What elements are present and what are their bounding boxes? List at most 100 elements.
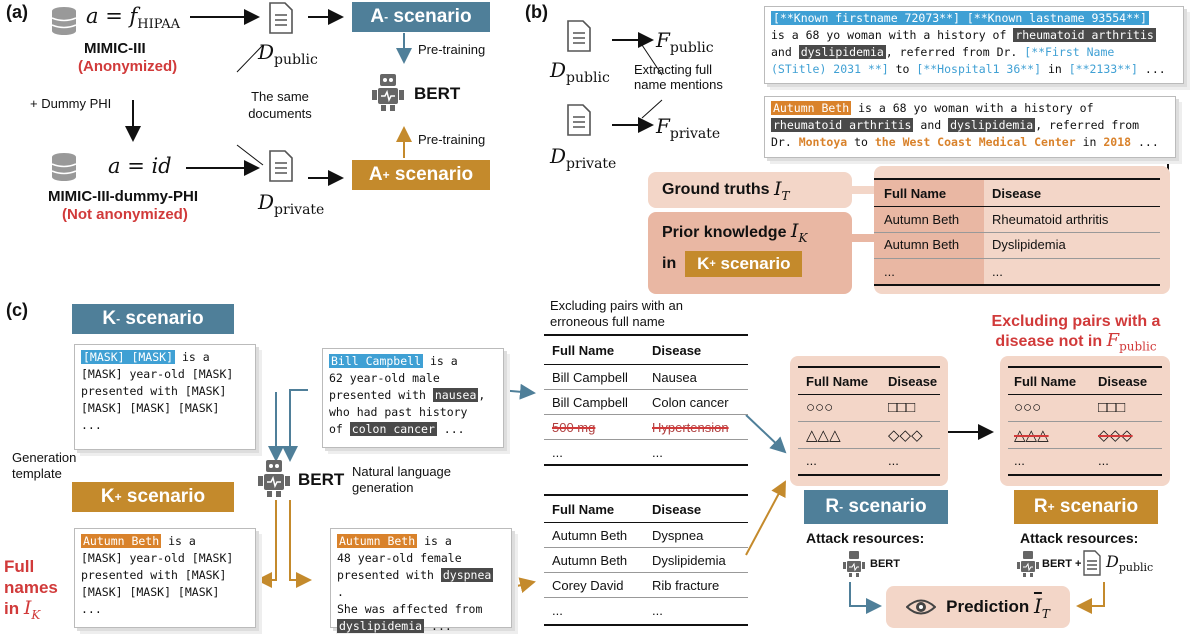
excl-err-label: Excluding pairs with an erroneous full n… — [550, 298, 683, 329]
generated-k-plus: Autumn Beth is a 48 year-old female pres… — [330, 528, 512, 633]
generated-k-minus: Bill Campbell is a 62 year-old male pres… — [322, 348, 504, 448]
attack-label-plus: Attack resources: — [1020, 530, 1139, 546]
table-k-minus: Full Name Disease Bill Campbell Nausea B… — [544, 334, 748, 470]
d-public: Dpublic — [258, 40, 318, 68]
gen-template-label: Generation template — [12, 450, 77, 481]
rm-cell: ... — [888, 453, 899, 468]
robot-icon — [370, 72, 406, 112]
tm-cell-excluded: Hypertension — [652, 420, 729, 435]
gt-cell: ... — [884, 264, 895, 279]
tm-cell: Bill Campbell — [552, 370, 628, 385]
tm-cell: Colon cancer — [652, 395, 729, 410]
tm-cell: Bill Campbell — [552, 395, 628, 410]
gt-cell: Autumn Beth — [884, 212, 960, 227]
rp-cell: ... — [1098, 453, 1109, 468]
tp-cell: ... — [652, 603, 663, 618]
rp-header: Full Name — [1014, 374, 1077, 389]
res-d-public: Dpublic — [1106, 552, 1154, 575]
bert-label: BERT — [414, 84, 461, 103]
d-private: Dprivate — [258, 190, 325, 218]
tm-cell: ... — [652, 445, 663, 460]
private-document-card: Autumn Beth is a 68 yo woman with a hist… — [764, 96, 1176, 158]
res-bert: BERT — [870, 558, 900, 570]
r-minus-table: Full Name Disease ○○○ □□□ △△△ ◇◇◇ ... ..… — [790, 356, 948, 486]
database-icon — [50, 6, 78, 36]
document-icon — [268, 150, 294, 182]
eq-id: a = id — [108, 154, 172, 178]
gt-header-name: Full Name — [884, 186, 947, 201]
attack-label-minus: Attack resources: — [806, 530, 925, 546]
robot-icon — [256, 458, 292, 498]
mimic-dummy-label: MIMIC-III-dummy-PHI — [48, 188, 198, 205]
rp-cell: ○○○ — [1014, 399, 1042, 416]
gt-cell: ... — [992, 264, 1003, 279]
tm-cell: Nausea — [652, 370, 697, 385]
dummy-label: + Dummy PHI — [30, 96, 112, 111]
tm-cell: ... — [552, 445, 563, 460]
pretrain-label-1: Pre-training — [418, 42, 486, 57]
k-minus-scenario: K- scenario — [72, 304, 234, 334]
prior-knowledge-box: Prior knowledge IK in K+ scenario — [648, 212, 852, 294]
gt-table-box: Full Name Disease Autumn Beth Rheumatoid… — [874, 166, 1170, 294]
nlg-label: Natural language generation — [352, 464, 452, 495]
tp-cell: Autumn Beth — [552, 553, 628, 568]
tp-cell: ... — [552, 603, 563, 618]
tp-cell: Rib fracture — [652, 578, 720, 593]
excl-dis-label: Excluding pairs with a disease not in Fp… — [991, 313, 1161, 354]
document-icon — [566, 20, 592, 52]
tp-cell: Corey David — [552, 578, 624, 593]
gt-header-disease: Disease — [992, 186, 1042, 201]
gt-cell: Autumn Beth — [884, 237, 960, 252]
gt-cell: Rheumatoid arthritis — [992, 212, 1109, 227]
k-plus-badge: K+ scenario — [685, 250, 803, 277]
rm-cell: □□□ — [888, 399, 916, 416]
k-plus-scenario: K+ scenario — [72, 482, 234, 512]
tm-cell-excluded: 500 mg — [552, 420, 596, 435]
b-d-public: Dpublic — [550, 58, 610, 86]
same-docs-label: The same documents — [248, 89, 312, 121]
mimic-dummy-note: (Not anonymized) — [62, 206, 188, 223]
tm-header: Disease — [652, 343, 702, 358]
rp-cell-excluded: ◇◇◇ — [1098, 427, 1133, 444]
r-plus-scenario: R+ scenario — [1014, 490, 1158, 524]
document-icon — [566, 104, 592, 136]
r-plus-table: Full Name Disease ○○○ □□□ △△△ ◇◇◇ ... ..… — [1000, 356, 1170, 486]
rp-cell: ... — [1014, 453, 1025, 468]
tp-cell: Dyspnea — [652, 528, 704, 543]
panel-a-label: (a) — [6, 2, 28, 22]
extract-label: Extracting full name mentions — [634, 62, 723, 92]
public-document-card: [**Known firstname 72073**] [**Known las… — [764, 6, 1184, 84]
c-bert-label: BERT — [298, 470, 345, 489]
mimic-label: MIMIC-III — [84, 40, 146, 57]
rm-cell: △△△ — [806, 427, 841, 444]
document-icon — [1082, 550, 1102, 576]
res-bert-plus: BERT + — [1042, 558, 1082, 570]
f-private: Fprivate — [656, 114, 721, 142]
robot-icon — [842, 550, 866, 578]
rp-cell-excluded: △△△ — [1014, 427, 1049, 444]
ground-truths-box: Ground truths IT — [648, 172, 852, 208]
tp-header: Disease — [652, 502, 702, 517]
tm-header: Full Name — [552, 343, 615, 358]
b-d-private: Dprivate — [550, 144, 617, 172]
rm-cell: ○○○ — [806, 399, 834, 416]
full-names-label: Full names in IK — [4, 557, 58, 622]
table-k-plus: Full Name Disease Autumn Beth Dyspnea Au… — [544, 494, 748, 628]
document-icon — [268, 2, 294, 34]
rm-cell: ◇◇◇ — [888, 427, 923, 444]
database-icon — [50, 152, 78, 182]
template-k-plus: Autumn Beth is a [MASK] year-old [MASK] … — [74, 528, 256, 628]
tp-header: Full Name — [552, 502, 615, 517]
f-public: Fpublic — [656, 28, 714, 56]
rp-header: Disease — [1098, 374, 1148, 389]
rm-cell: ... — [806, 453, 817, 468]
robot-icon — [1016, 550, 1040, 578]
panel-c-label: (c) — [6, 300, 28, 320]
gt-cell: Dyslipidemia — [992, 237, 1066, 252]
tp-cell: Autumn Beth — [552, 528, 628, 543]
eye-icon — [906, 599, 937, 615]
rm-header: Full Name — [806, 374, 869, 389]
tp-cell: Dyslipidemia — [652, 553, 726, 568]
mimic-note: (Anonymized) — [78, 58, 178, 75]
panel-b-label: (b) — [525, 2, 548, 22]
